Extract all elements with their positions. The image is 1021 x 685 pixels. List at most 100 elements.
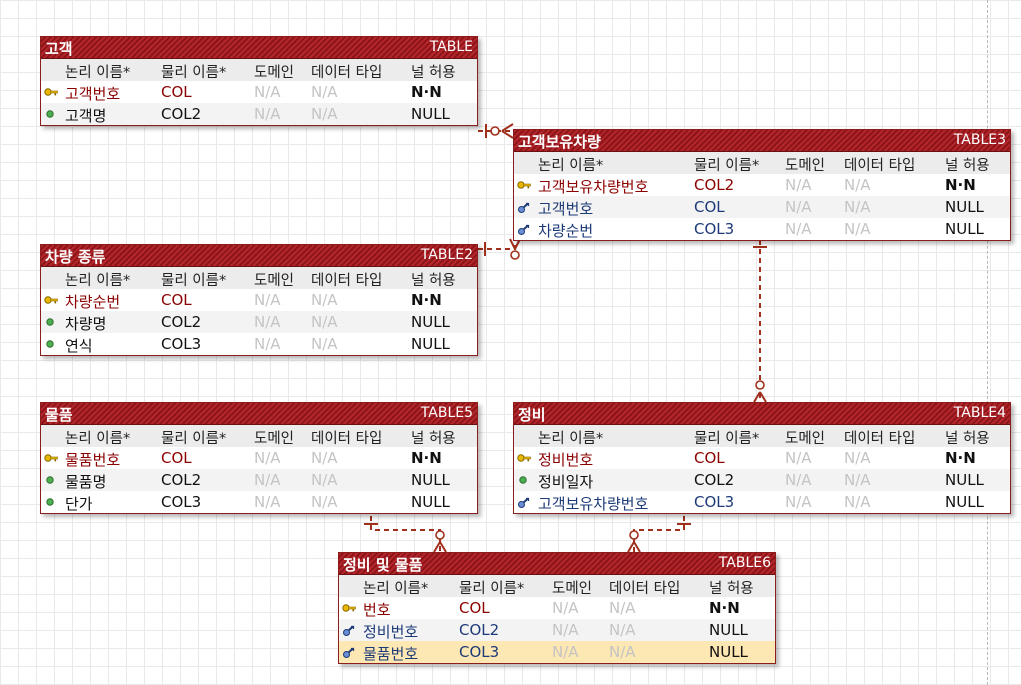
relationship-item-to-maintenance-item[interactable] — [364, 516, 447, 553]
attribute-domain[interactable]: N/A — [785, 220, 812, 238]
attribute-logical-name[interactable]: 고객보유차량번호 — [538, 178, 649, 196]
attribute-domain[interactable]: N/A — [552, 643, 579, 661]
attribute-data-type[interactable]: N/A — [311, 291, 338, 309]
attribute-domain[interactable]: N/A — [552, 599, 579, 617]
attribute-domain[interactable]: N/A — [552, 621, 579, 639]
attribute-nullable[interactable]: NULL — [411, 105, 450, 123]
attribute-physical-name[interactable]: COL — [459, 599, 490, 617]
attribute-physical-name[interactable]: COL — [161, 449, 192, 467]
attribute-nullable[interactable]: N·N — [411, 449, 442, 467]
attribute-row[interactable]: 고객번호 COL N/A N/A NULL — [514, 196, 1010, 218]
attribute-data-type[interactable]: N/A — [311, 335, 338, 353]
attribute-nullable[interactable]: N·N — [411, 83, 442, 101]
attribute-physical-name[interactable]: COL3 — [694, 220, 735, 238]
attribute-logical-name[interactable]: 물품명 — [65, 473, 107, 491]
attribute-nullable[interactable]: NULL — [945, 220, 984, 238]
attribute-domain[interactable]: N/A — [254, 105, 281, 123]
attribute-data-type[interactable]: N/A — [844, 471, 871, 489]
attribute-domain[interactable]: N/A — [254, 313, 281, 331]
attribute-logical-name[interactable]: 정비일자 — [538, 473, 594, 491]
attribute-data-type[interactable]: N/A — [844, 176, 871, 194]
attribute-physical-name[interactable]: COL — [694, 198, 725, 216]
attribute-data-type[interactable]: N/A — [844, 220, 871, 238]
attribute-nullable[interactable]: NULL — [709, 643, 748, 661]
attribute-logical-name[interactable]: 물품번호 — [363, 645, 419, 663]
attribute-domain[interactable]: N/A — [785, 176, 812, 194]
attribute-physical-name[interactable]: COL3 — [694, 493, 735, 511]
attribute-data-type[interactable]: N/A — [311, 313, 338, 331]
attribute-logical-name[interactable]: 고객번호 — [65, 85, 121, 103]
attribute-physical-name[interactable]: COL2 — [161, 105, 202, 123]
attribute-logical-name[interactable]: 고객번호 — [538, 200, 594, 218]
attribute-nullable[interactable]: NULL — [945, 493, 984, 511]
attribute-data-type[interactable]: N/A — [609, 621, 636, 639]
attribute-nullable[interactable]: N·N — [709, 599, 740, 617]
relationship-maintenance-to-maintenance-item[interactable] — [627, 516, 691, 553]
attribute-logical-name[interactable]: 물품번호 — [65, 451, 121, 469]
entity-name[interactable]: 고객보유차량 — [518, 133, 601, 151]
attribute-nullable[interactable]: NULL — [945, 471, 984, 489]
attribute-physical-name[interactable]: COL2 — [694, 471, 735, 489]
attribute-data-type[interactable]: N/A — [311, 493, 338, 511]
attribute-row[interactable]: 차량순번 COL3 N/A N/A NULL — [514, 218, 1010, 240]
attribute-data-type[interactable]: N/A — [311, 449, 338, 467]
attribute-logical-name[interactable]: 정비번호 — [363, 623, 419, 641]
attribute-row[interactable]: 정비일자 COL2 N/A N/A NULL — [514, 469, 1010, 491]
relationship-owned-vehicle-to-maintenance[interactable] — [753, 240, 767, 403]
attribute-logical-name[interactable]: 차량명 — [65, 315, 107, 333]
attribute-data-type[interactable]: N/A — [311, 105, 338, 123]
attribute-nullable[interactable]: NULL — [411, 335, 450, 353]
attribute-logical-name[interactable]: 차량순번 — [65, 293, 121, 311]
entity-name[interactable]: 고객 — [45, 40, 73, 58]
attribute-data-type[interactable]: N/A — [844, 449, 871, 467]
attribute-data-type[interactable]: N/A — [844, 493, 871, 511]
attribute-domain[interactable]: N/A — [254, 493, 281, 511]
entity-name[interactable]: 차량 종류 — [45, 248, 106, 266]
attribute-data-type[interactable]: N/A — [609, 599, 636, 617]
attribute-domain[interactable]: N/A — [785, 471, 812, 489]
attribute-nullable[interactable]: NULL — [411, 471, 450, 489]
entity-name[interactable]: 정비 — [518, 406, 546, 424]
attribute-data-type[interactable]: N/A — [311, 471, 338, 489]
attribute-physical-name[interactable]: COL — [161, 83, 192, 101]
attribute-physical-name[interactable]: COL2 — [161, 313, 202, 331]
attribute-logical-name[interactable]: 정비번호 — [538, 451, 594, 469]
attribute-physical-name[interactable]: COL3 — [161, 335, 202, 353]
attribute-domain[interactable]: N/A — [785, 449, 812, 467]
attribute-physical-name[interactable]: COL2 — [459, 621, 500, 639]
attribute-data-type[interactable]: N/A — [844, 198, 871, 216]
attribute-physical-name[interactable]: COL2 — [694, 176, 735, 194]
attribute-logical-name[interactable]: 차량순번 — [538, 222, 594, 240]
attribute-domain[interactable]: N/A — [785, 198, 812, 216]
attribute-nullable[interactable]: NULL — [945, 198, 984, 216]
attribute-physical-name[interactable]: COL3 — [459, 643, 500, 661]
attribute-domain[interactable]: N/A — [254, 335, 281, 353]
attribute-physical-name[interactable]: COL — [694, 449, 725, 467]
entity-name[interactable]: 물품 — [45, 406, 73, 424]
attribute-physical-name[interactable]: COL2 — [161, 471, 202, 489]
attribute-nullable[interactable]: NULL — [709, 621, 748, 639]
